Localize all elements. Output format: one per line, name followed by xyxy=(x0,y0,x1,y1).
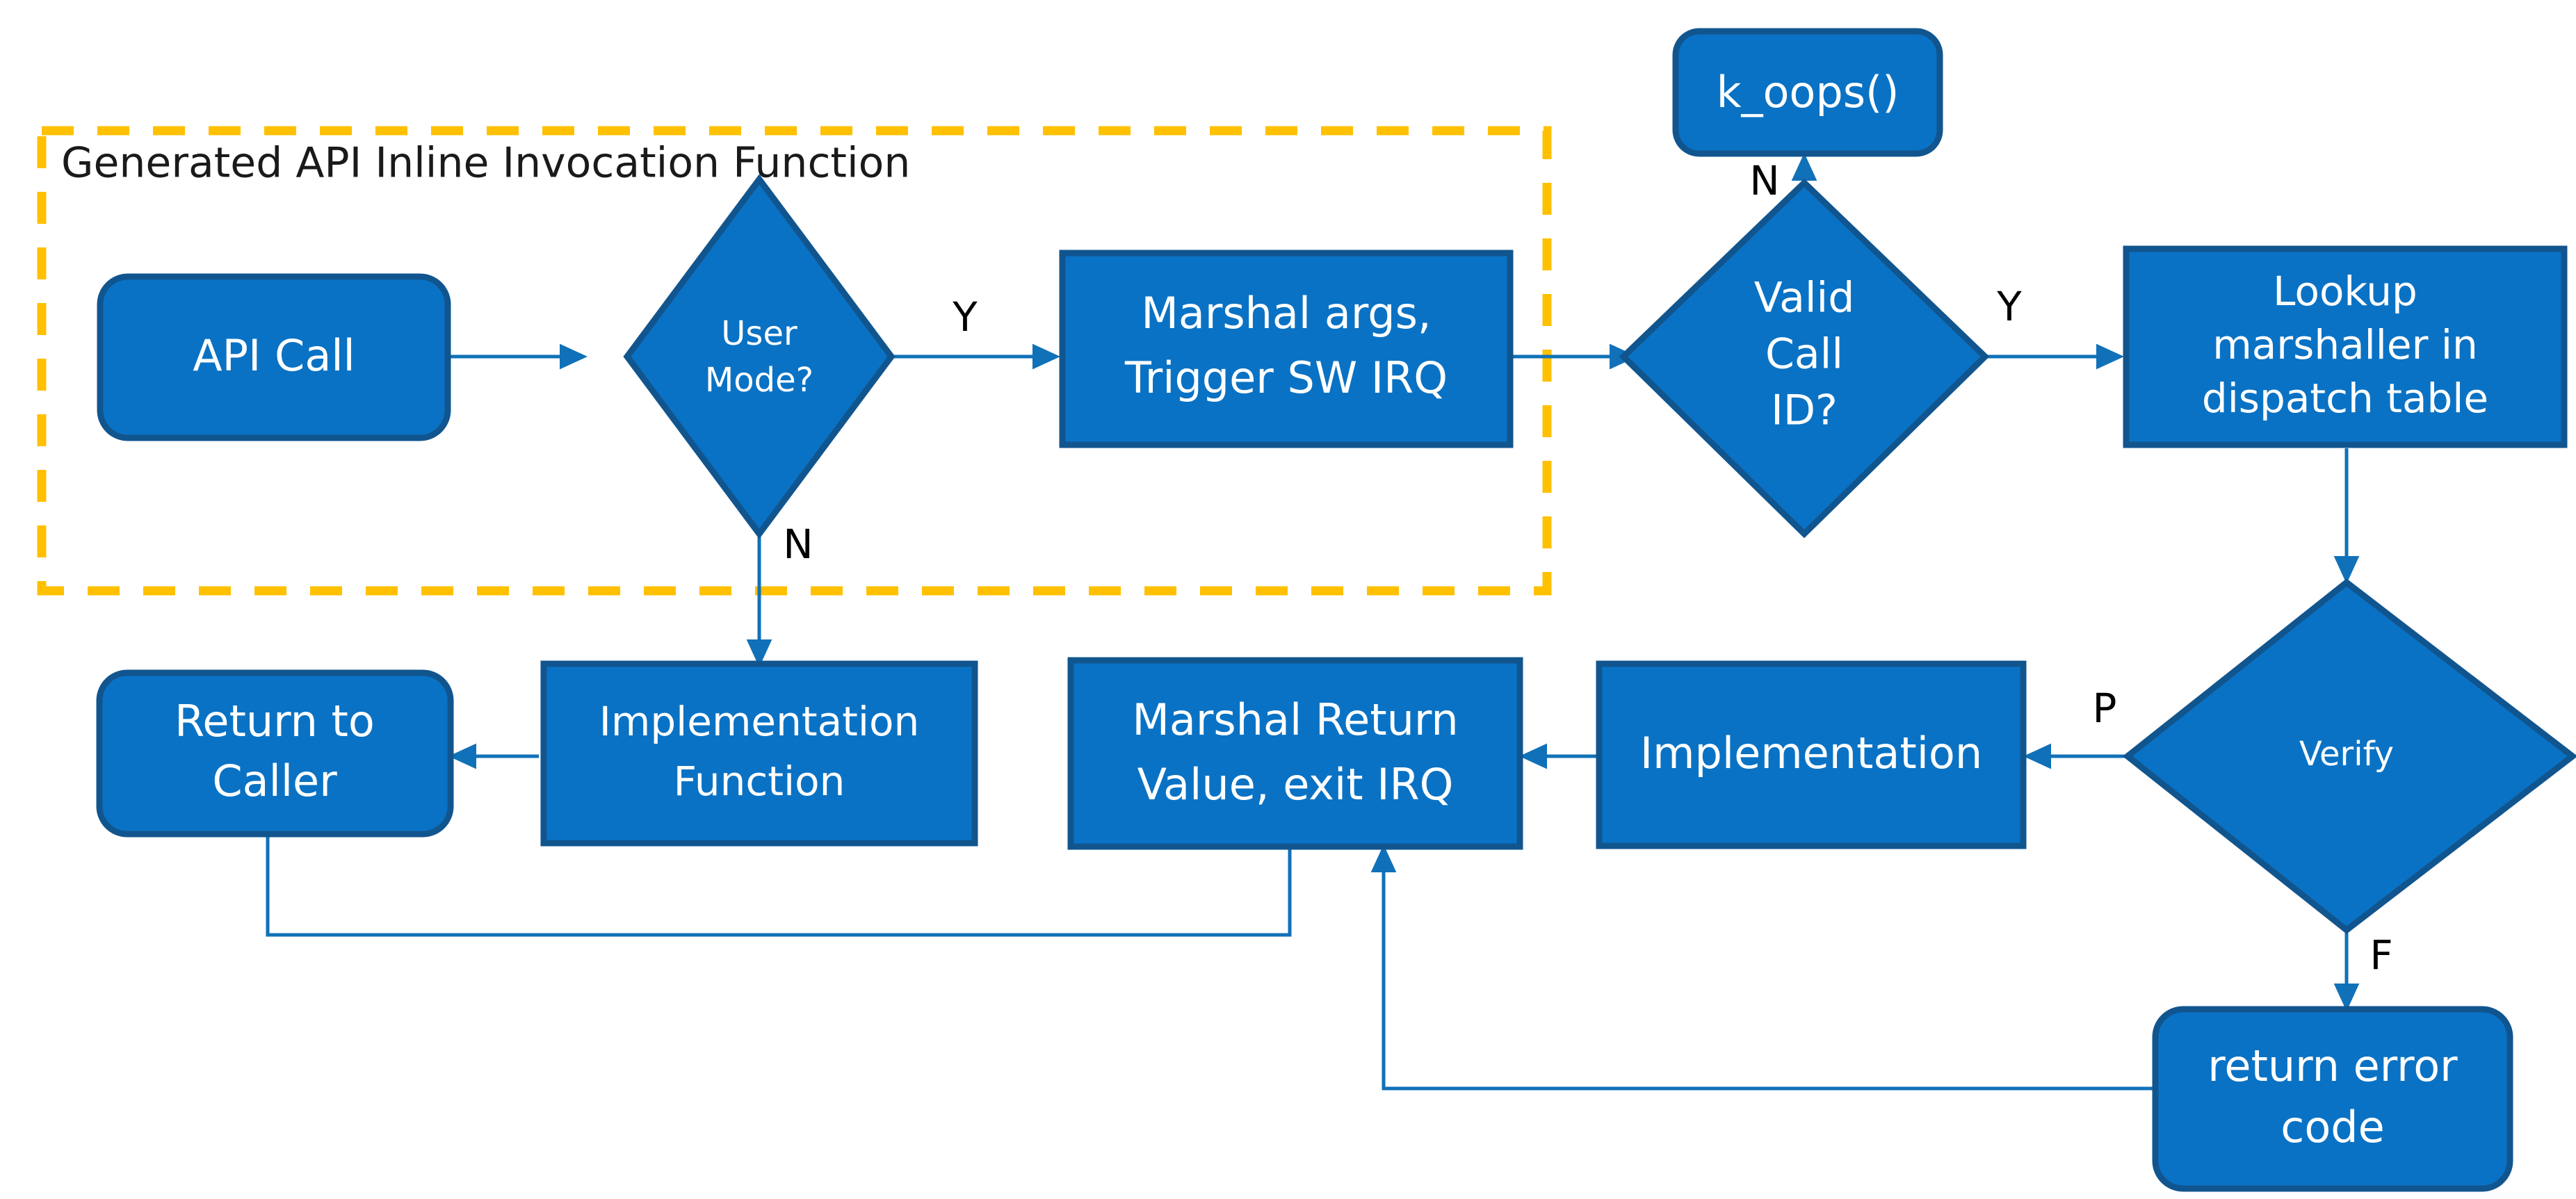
node-valid-call-id-label-line2: Call xyxy=(1765,330,1843,379)
node-marshal-args-label-line2: Trigger SW IRQ xyxy=(1124,352,1448,403)
node-lookup-label-line2: marshaller in xyxy=(2212,321,2477,368)
node-return-error-code[interactable]: return error code xyxy=(2152,1006,2513,1192)
node-valid-call-id-label-line3: ID? xyxy=(1771,386,1838,435)
node-implementation-function[interactable]: Implementation Function xyxy=(540,660,978,847)
node-verify[interactable]: Verify xyxy=(2122,578,2576,934)
node-marshal-args-label-line1: Marshal args, xyxy=(1141,288,1431,339)
node-implementation-function-label-line2: Function xyxy=(674,758,845,805)
node-implementation[interactable]: Implementation xyxy=(1596,660,2027,849)
node-return-to-caller-label-line1: Return to xyxy=(175,696,375,747)
group-title-label: Generated API Inline Invocation Function xyxy=(61,139,910,188)
node-marshal-return[interactable]: Marshal Return Value, exit IRQ xyxy=(1067,657,1523,850)
node-marshal-return-label-line1: Marshal Return xyxy=(1132,694,1458,745)
node-user-mode-label-line2: Mode? xyxy=(705,361,813,400)
node-api-call-label: API Call xyxy=(193,330,355,381)
edge-label-p-verify: P xyxy=(2093,685,2117,732)
node-k-oops[interactable]: k_oops() xyxy=(1672,28,1943,157)
node-return-to-caller-label-line2: Caller xyxy=(212,756,337,806)
edge-label-n-user-mode: N xyxy=(783,521,813,568)
node-return-error-code-label-line1: return error xyxy=(2208,1041,2458,1091)
edge-label-y-valid-call-id: Y xyxy=(1996,283,2022,330)
node-marshal-args[interactable]: Marshal args, Trigger SW IRQ xyxy=(1059,250,1514,448)
node-valid-call-id[interactable]: Valid Call ID? xyxy=(1619,178,1990,539)
edge-label-y-user-mode: Y xyxy=(952,293,978,341)
edge-label-n-valid-call-id: N xyxy=(1749,157,1779,204)
node-lookup-marshaller[interactable]: Lookup marshaller in dispatch table xyxy=(2123,245,2568,448)
node-k-oops-label: k_oops() xyxy=(1717,67,1899,117)
node-marshal-return-label-line2: Value, exit IRQ xyxy=(1137,759,1454,810)
node-return-error-code-label-line2: code xyxy=(2281,1102,2385,1152)
node-implementation-label: Implementation xyxy=(1640,728,1982,778)
node-implementation-function-label-line1: Implementation xyxy=(599,698,920,745)
node-valid-call-id-label-line1: Valid xyxy=(1754,274,1855,323)
node-verify-label: Verify xyxy=(2299,735,2394,774)
node-user-mode[interactable]: User Mode? xyxy=(623,174,896,539)
edge-return-error-code-to-marshal-return xyxy=(1370,845,2155,1091)
edge-marshal-return-to-return-to-caller xyxy=(254,785,1292,937)
node-user-mode-label-line1: User xyxy=(721,314,797,353)
node-return-to-caller[interactable]: Return to Caller xyxy=(96,669,454,838)
edge-label-f-verify: F xyxy=(2370,931,2392,979)
group-box-generated-api-inline-invocation xyxy=(37,126,1552,596)
node-lookup-label-line1: Lookup xyxy=(2273,268,2417,315)
node-api-call[interactable]: API Call xyxy=(97,273,451,441)
node-lookup-label-line3: dispatch table xyxy=(2202,375,2488,422)
